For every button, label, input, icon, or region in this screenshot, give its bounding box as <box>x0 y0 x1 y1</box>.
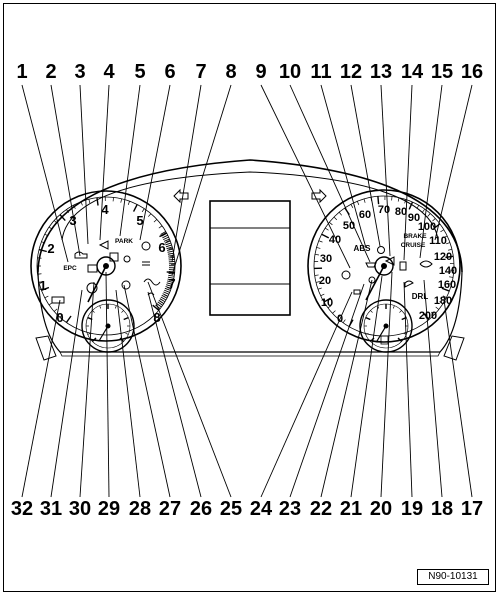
tacho-tick-3: 3 <box>69 213 76 228</box>
callout-24: 24 <box>249 498 273 520</box>
immobilizer-icon <box>51 296 65 304</box>
headlight-icon <box>142 261 150 266</box>
tacho-tick-0: 0 <box>56 310 63 325</box>
callout-leader-lines <box>21 84 473 498</box>
speedo-tick-90: 90 <box>408 212 420 224</box>
engine-icon <box>74 251 88 259</box>
callout-11: 11 <box>310 61 332 83</box>
tacho-tick-8: 8 <box>153 310 160 325</box>
callout-27: 27 <box>158 498 182 520</box>
coolant-icon <box>384 256 395 266</box>
callout-12: 12 <box>339 61 363 83</box>
callout-4: 4 <box>103 61 115 83</box>
callout-19: 19 <box>400 498 424 520</box>
speedo-tick-80: 80 <box>395 206 407 218</box>
tachometer-needle <box>87 265 107 303</box>
figure-reference-label: N90-10131 <box>417 569 489 585</box>
speedo-tick-180: 180 <box>434 295 452 307</box>
tire-pressure-icon <box>419 260 433 268</box>
tacho-tick-2: 2 <box>47 241 54 256</box>
speedo-tick-200: 200 <box>419 310 437 322</box>
callout-18: 18 <box>430 498 454 520</box>
speedo-tick-30: 30 <box>320 253 332 265</box>
callout-9: 9 <box>255 61 267 83</box>
brake-pad-icon <box>86 282 98 294</box>
speedo-tick-20: 20 <box>319 275 331 287</box>
srs-icon <box>368 276 376 284</box>
turn-signal-right-icon <box>311 188 327 204</box>
tacho-tick-7: 7 <box>168 276 175 291</box>
speedo-tick-160: 160 <box>438 279 456 291</box>
callout-30: 30 <box>68 498 92 520</box>
fog-light-icon <box>141 241 151 251</box>
callout-22: 22 <box>309 498 333 520</box>
callout-31: 31 <box>39 498 63 520</box>
airbag-icon <box>341 270 351 280</box>
speedo-tick-100: 100 <box>418 221 436 233</box>
callout-23: 23 <box>278 498 302 520</box>
callout-6: 6 <box>164 61 176 83</box>
callout-1: 1 <box>16 61 28 83</box>
callout-32: 32 <box>10 498 34 520</box>
callout-20: 20 <box>369 498 393 520</box>
center-display <box>209 200 291 316</box>
coolant-gauge <box>359 299 413 353</box>
callout-2: 2 <box>45 61 57 83</box>
callout-26: 26 <box>189 498 213 520</box>
trailer-icon <box>353 289 361 295</box>
tacho-tick-1: 1 <box>39 278 46 293</box>
callout-21: 21 <box>339 498 363 520</box>
callout-15: 15 <box>430 61 454 83</box>
speedometer-numerals: 0 10 20 30 40 50 60 70 80 90 100 110 120… <box>319 204 457 325</box>
speedo-tick-40: 40 <box>329 234 341 246</box>
light-bulb-icon <box>123 255 131 263</box>
cruise-indicator: CRUISE <box>401 242 426 249</box>
door-open-icon <box>109 252 119 262</box>
callout-7: 7 <box>195 61 207 83</box>
callout-17: 17 <box>460 498 484 520</box>
speedo-tick-60: 60 <box>359 209 371 221</box>
fuel-icon <box>399 261 407 271</box>
speedo-tick-110: 110 <box>429 235 447 247</box>
turn-signal-left-icon <box>173 188 189 204</box>
diagram-frame <box>3 3 496 592</box>
esp-icon <box>365 262 377 268</box>
brake-indicator: BRAKE <box>403 233 427 240</box>
tpms-icon <box>377 246 385 254</box>
callout-28: 28 <box>128 498 152 520</box>
abs-indicator: ABS <box>354 244 372 253</box>
callout-14: 14 <box>400 61 424 83</box>
speedo-tick-70: 70 <box>378 204 390 216</box>
callout-25: 25 <box>219 498 243 520</box>
steering-icon <box>121 280 131 290</box>
speedo-tick-120: 120 <box>434 251 452 263</box>
tachometer-ticks <box>37 197 175 323</box>
drl-indicator: DRL <box>412 292 429 301</box>
epc-indicator: EPC <box>63 265 77 272</box>
callout-3: 3 <box>74 61 86 83</box>
callout-10: 10 <box>278 61 302 83</box>
seatbelt-icon <box>404 280 414 288</box>
callout-8: 8 <box>225 61 237 83</box>
oil-icon <box>98 240 109 250</box>
callout-16: 16 <box>460 61 484 83</box>
callout-5: 5 <box>134 61 146 83</box>
park-indicator: PARK <box>115 238 133 245</box>
tacho-tick-4: 4 <box>101 202 109 217</box>
tacho-tick-6: 6 <box>158 240 165 255</box>
battery-icon <box>87 264 98 273</box>
speedo-tick-10: 10 <box>321 297 333 309</box>
callout-13: 13 <box>369 61 393 83</box>
speedo-tick-140: 140 <box>439 265 457 277</box>
glow-plug-icon <box>143 278 161 286</box>
tachometer-numerals: 0 1 2 3 4 5 6 7 8 <box>39 202 175 325</box>
callout-29: 29 <box>97 498 121 520</box>
fuel-gauge <box>81 299 135 353</box>
tacho-tick-5: 5 <box>136 213 143 228</box>
